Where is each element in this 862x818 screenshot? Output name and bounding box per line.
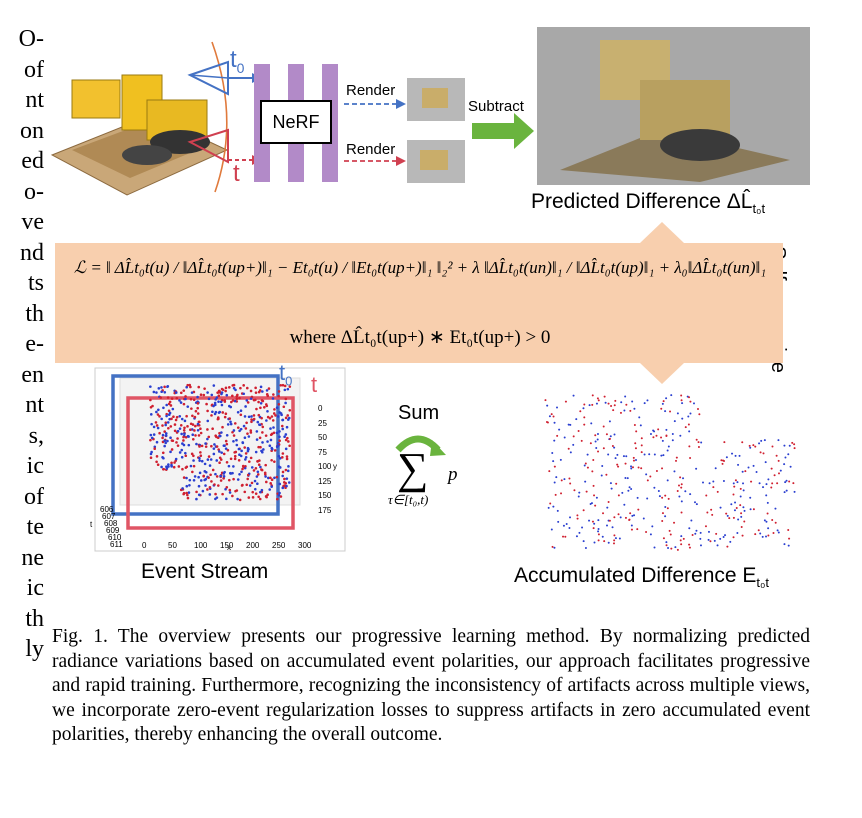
y-tick-label: 150 (318, 491, 332, 500)
left-column-line: th (25, 300, 44, 327)
t-tick-label: 606 (100, 505, 114, 514)
left-column-line: e- (25, 331, 44, 357)
figure-graphics (50, 27, 810, 560)
accumulated-difference-label: Accumulated Difference Et₀t (514, 564, 770, 591)
x-tick-label: 300 (298, 541, 312, 550)
self-supervise-arrow-down (640, 363, 684, 384)
plot-t0-label: t0 (279, 360, 293, 389)
left-column-line: nt (25, 392, 44, 418)
left-column-line: ic (26, 453, 44, 479)
t-tick-label: 609 (106, 526, 120, 535)
y-tick-label: 50 (318, 433, 327, 442)
camera-t-frustum (187, 128, 229, 164)
y-tick-label: 25 (318, 418, 327, 428)
sum-range: τ∈[t₀,t) (388, 492, 429, 507)
plot-x-axis-label: x (227, 543, 231, 552)
left-column-line: te (26, 514, 44, 540)
camera-t0-label: t0 (230, 46, 245, 76)
render-bottom-label: Render (346, 141, 396, 158)
plot-t-label: t (311, 372, 318, 397)
left-column-line: ve (21, 209, 44, 235)
left-column-line: en (21, 361, 44, 388)
t-tick-label: 608 (104, 519, 118, 528)
left-column-line: on (20, 117, 44, 144)
x-tick-label: 0 (142, 541, 147, 550)
left-column-line: nd (20, 239, 44, 266)
self-supervise-arrow-up (640, 222, 684, 243)
y-tick-label: 75 (318, 447, 327, 457)
event-stream-label: Event Stream (141, 560, 269, 583)
sum-label: Sum (398, 402, 440, 424)
left-column-line: ts (27, 270, 44, 296)
loss-equation-where: where ΔL̂t₀t(up+) ∗ Et₀t(up+) > 0 (289, 327, 551, 348)
left-column-line: nt (25, 87, 44, 113)
plot-y-axis-label: y (333, 462, 337, 471)
t-tick-label: 611 (110, 540, 123, 549)
y-tick-label: 0 (318, 404, 323, 413)
x-tick-label: 50 (168, 541, 177, 550)
left-column-line: s, (28, 422, 44, 449)
y-tick-label: 100 (318, 462, 332, 471)
y-tick-label: 125 (318, 476, 332, 486)
figure-caption: Fig. 1. The overview presents our progre… (52, 626, 810, 745)
lego-scene-thumbnail (50, 74, 229, 196)
loss-equation-main: ℒ = ‖ ΔL̂t₀t(u) / ‖ΔL̂t₀t(up+)‖₁ − Et₀t(… (73, 258, 767, 277)
left-column-line: O- (18, 26, 44, 52)
event-frame-t (126, 396, 295, 530)
camera-t-label: t (233, 160, 240, 187)
subtract-label: Subtract (468, 98, 524, 115)
left-column-line: ne (21, 544, 44, 571)
predicted-difference-label: Predicted Difference ΔL̂t₀t (531, 190, 766, 217)
y-tick-label: 175 (318, 505, 332, 515)
x-tick-label: 250 (272, 541, 286, 550)
subtract-arrow (472, 113, 534, 149)
t-tick-label: 607 (102, 512, 116, 521)
sum-operand: p (448, 464, 458, 485)
left-column-line: ed (21, 148, 44, 174)
x-tick-label: 150 (220, 541, 234, 550)
loss-equation-box (55, 243, 783, 363)
left-column-line: of (24, 483, 44, 510)
left-column-line: ic (26, 575, 44, 601)
sum-sigma: ∑ (397, 444, 429, 493)
left-column-line: ly (25, 636, 44, 662)
render-top-label: Render (346, 82, 396, 99)
accumulated-difference-image (537, 390, 802, 560)
left-column-text: O-of nt on ed o-ve nd ts th e-en nt s, ic of te ne ic th… (0, 24, 44, 665)
camera-trajectory-arc (211, 41, 228, 193)
event-stream-plot (94, 367, 346, 552)
left-column-line: of (24, 56, 44, 83)
left-column-line: o- (24, 178, 44, 205)
nerf-label: NeRF (260, 100, 332, 144)
left-column-line: th (25, 605, 44, 632)
plot-t-axis-label: t (90, 520, 93, 529)
x-tick-label: 200 (246, 541, 260, 550)
x-tick-label: 100 (194, 541, 208, 550)
t-tick-label: 610 (108, 533, 122, 542)
